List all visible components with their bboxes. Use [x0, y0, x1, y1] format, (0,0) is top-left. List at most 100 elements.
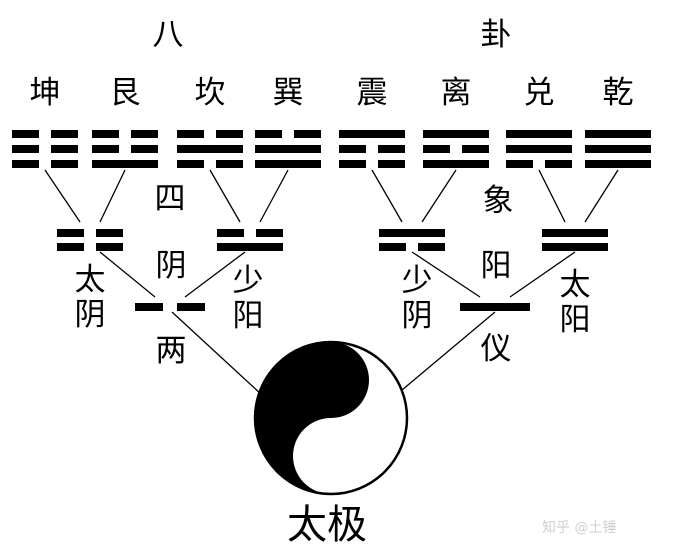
connector-line-3 — [259, 169, 289, 223]
connector-lines — [44, 169, 619, 396]
trigram-name-xun: 巽 — [272, 75, 304, 111]
trigram-line-3-0 — [255, 160, 321, 168]
image-line-3-0 — [542, 243, 608, 251]
trigram-line-0-0-right — [51, 160, 78, 168]
image-shaoyin-line2: 阴 — [401, 298, 433, 334]
two-modes-label-right: 仪 — [480, 331, 512, 367]
connector-line-10 — [411, 251, 481, 298]
trigram-name-kan: 坎 — [194, 75, 226, 111]
trigram-line-1-1-left — [92, 145, 119, 153]
taiji-yin-half — [255, 342, 369, 494]
four-images-label-right: 象 — [482, 183, 514, 219]
trigram-name-qian: 乾 — [602, 75, 634, 111]
connector-line-13 — [401, 311, 496, 391]
trigram-line-5-1-left — [423, 145, 450, 153]
trigram-line-0-1-right — [51, 145, 78, 153]
trigram-line-6-1 — [506, 145, 572, 153]
connector-line-1 — [99, 169, 126, 223]
trigram-line-1-0 — [92, 160, 158, 168]
trigram-line-5-0 — [423, 160, 489, 168]
image-shaoyang-line1: 少 — [232, 263, 264, 299]
trigram-line-2-0-left — [177, 160, 204, 168]
trigram-name-dui: 兑 — [523, 75, 555, 111]
four-images-label-left: 四 — [154, 181, 186, 217]
trigram-line-0-2-left — [12, 130, 39, 138]
trigram-line-6-2 — [506, 130, 572, 138]
image-taiyang-line2: 阳 — [559, 302, 591, 338]
watermark-text: 知乎 @土锤 — [542, 520, 617, 536]
trigram-line-4-0-left — [339, 160, 366, 168]
trigram-line-5-1-right — [462, 145, 489, 153]
two-mode-glyphs — [135, 303, 530, 311]
image-line-1-1-right — [256, 229, 283, 237]
connector-line-0 — [44, 169, 81, 223]
taiji-symbol — [253, 340, 409, 496]
connector-line-2 — [209, 169, 241, 223]
trigram-line-4-1-left — [339, 145, 366, 153]
trigram-line-1-2-right — [131, 130, 158, 138]
trigram-line-7-2 — [585, 130, 651, 138]
trigram-glyphs — [12, 130, 651, 168]
image-line-1-1-left — [217, 229, 244, 237]
image-shaoyang-line2: 阳 — [232, 298, 264, 334]
image-line-2-0-right — [418, 243, 445, 251]
image-line-0-0-right — [96, 243, 123, 251]
mode-line-0-left — [135, 303, 163, 311]
image-shaoyin-line1: 少 — [401, 263, 433, 299]
trigram-line-0-0-left — [12, 160, 39, 168]
trigram-name-kun: 坤 — [29, 75, 61, 111]
trigram-line-7-0 — [585, 160, 651, 168]
mode-name-yang: 阳 — [480, 248, 512, 284]
trigram-line-5-2 — [423, 130, 489, 138]
image-line-0-1-left — [57, 229, 84, 237]
two-modes-label-left: 两 — [155, 333, 187, 369]
trigram-line-7-1 — [585, 145, 651, 153]
trigram-line-0-1-left — [12, 145, 39, 153]
image-line-0-0-left — [57, 243, 84, 251]
trigram-line-3-2-right — [294, 130, 321, 138]
trigram-line-4-2 — [339, 130, 405, 138]
trigram-name-gen: 艮 — [109, 75, 141, 111]
connector-line-8 — [99, 251, 156, 298]
trigram-line-0-2-right — [51, 130, 78, 138]
trigram-line-2-2-right — [216, 130, 243, 138]
connector-line-6 — [538, 169, 566, 223]
mode-line-1 — [460, 303, 530, 311]
connector-line-12 — [171, 311, 263, 396]
taiji-yang-eye — [322, 447, 340, 465]
connector-line-9 — [184, 251, 246, 298]
trigram-line-2-1 — [177, 145, 243, 153]
image-taiyin-line1: 太 — [74, 262, 106, 298]
trigram-name-li: 离 — [440, 75, 472, 111]
connector-line-5 — [421, 169, 457, 223]
mode-name-yin: 阴 — [155, 248, 187, 284]
taiji-yin-eye — [322, 371, 340, 389]
four-image-glyphs — [57, 229, 608, 251]
image-line-0-1-right — [96, 229, 123, 237]
trigram-line-4-1-right — [378, 145, 405, 153]
trigram-name-zhen: 震 — [356, 75, 388, 111]
title-right-char: 卦 — [480, 17, 512, 53]
image-taiyin-line2: 阴 — [74, 297, 106, 333]
connector-line-4 — [371, 169, 403, 223]
trigram-line-1-2-left — [92, 130, 119, 138]
trigram-line-2-2-left — [177, 130, 204, 138]
mode-line-0-right — [177, 303, 205, 311]
taiji-label: 太极 — [287, 502, 367, 548]
image-line-3-1 — [542, 229, 608, 237]
image-line-2-0-left — [379, 243, 406, 251]
trigram-line-2-0-right — [216, 160, 243, 168]
connector-line-7 — [584, 169, 619, 223]
image-line-1-0 — [217, 243, 283, 251]
connector-line-11 — [509, 251, 576, 298]
trigram-line-6-0-right — [545, 160, 572, 168]
trigram-line-1-1-right — [131, 145, 158, 153]
image-line-2-1 — [379, 229, 445, 237]
title-left-char: 八 — [152, 17, 184, 53]
image-taiyang-line1: 太 — [559, 267, 591, 303]
trigram-line-6-0-left — [506, 160, 533, 168]
trigram-line-4-0-right — [378, 160, 405, 168]
trigram-line-3-2-left — [255, 130, 282, 138]
trigram-line-3-1 — [255, 145, 321, 153]
